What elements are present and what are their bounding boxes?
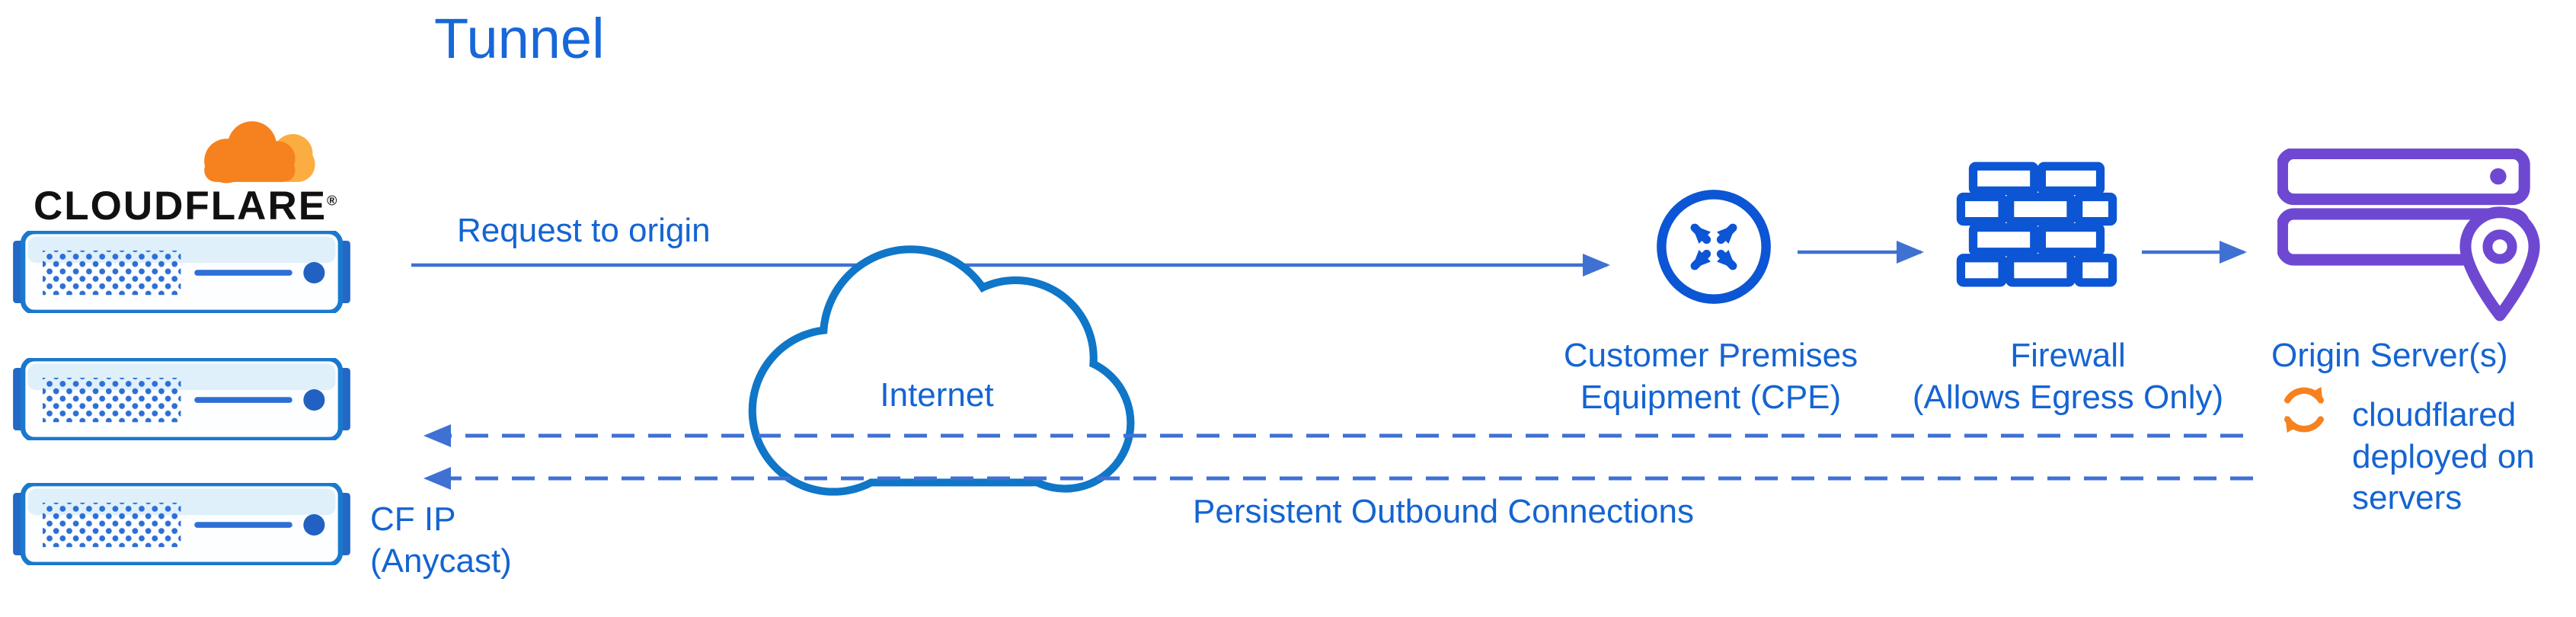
sync-icon: [2284, 386, 2324, 433]
cpe-label: Customer Premises Equipment (CPE): [1536, 335, 1886, 418]
persistent-outbound-label: Persistent Outbound Connections: [1193, 493, 1694, 530]
cloudflare-logo-text: CLOUDFLARE: [34, 184, 328, 229]
internet-label: Internet: [880, 376, 994, 414]
firewall-label-line2: (Allows Egress Only): [1912, 378, 2224, 416]
diagram-title: Tunnel: [434, 7, 605, 70]
cpe-router-icon: [1657, 190, 1771, 304]
location-pin-icon: [2459, 206, 2540, 321]
origin-servers-icon: [2277, 149, 2540, 321]
registered-mark: ®: [327, 193, 339, 209]
cloudflare-logo-cloud-icon: [204, 121, 315, 184]
internet-cloud-icon: [748, 245, 1135, 496]
cpe-label-line1: Customer Premises: [1563, 337, 1858, 374]
cloudflare-logo-wordmark: CLOUDFLARE®: [34, 183, 338, 229]
request-to-origin-label: Request to origin: [457, 212, 711, 249]
cloudflared-label: cloudflared deployed on servers: [2352, 396, 2535, 517]
firewall-icon: [1956, 161, 2117, 287]
firewall-label: Firewall (Allows Egress Only): [1862, 335, 2274, 418]
firewall-label-line1: Firewall: [2010, 337, 2126, 374]
cf-ip-label: CF IP (Anycast): [370, 500, 512, 580]
cpe-label-line2: Equipment (CPE): [1580, 378, 1842, 416]
origin-servers-label: Origin Server(s): [2271, 337, 2508, 374]
